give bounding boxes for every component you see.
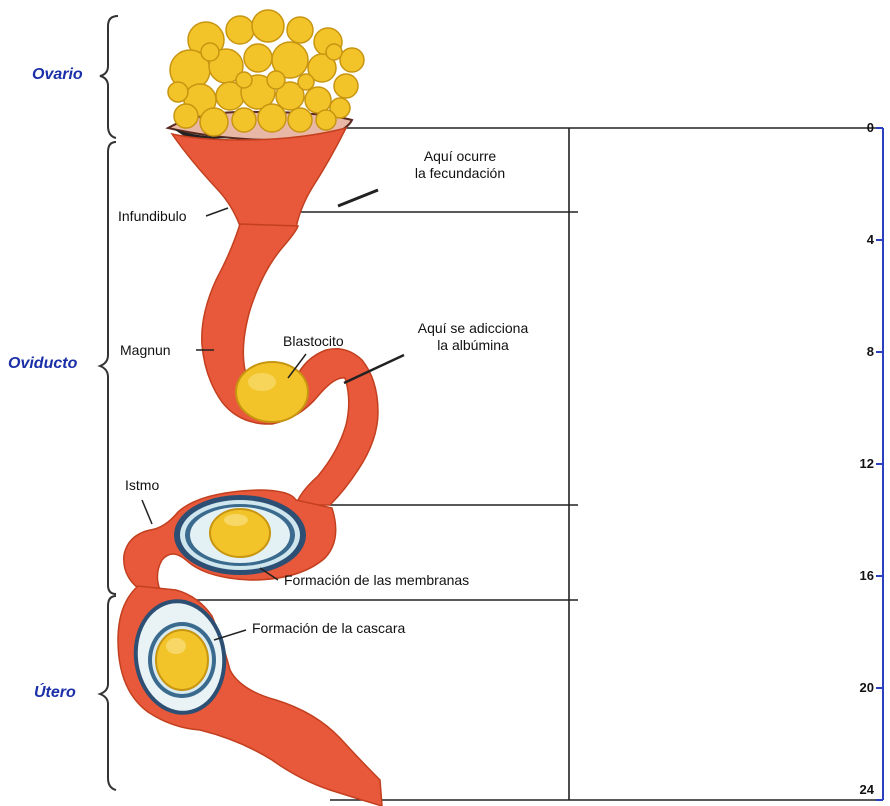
section-brackets xyxy=(100,16,118,790)
follicle xyxy=(287,17,313,43)
follicle xyxy=(298,74,314,90)
istmo-label: Istmo xyxy=(125,477,159,494)
follicle xyxy=(236,72,252,88)
utero-bracket xyxy=(100,596,116,790)
follicle xyxy=(174,104,198,128)
membrane-yolk-highlight xyxy=(224,514,248,526)
ovary xyxy=(168,10,364,140)
follicle xyxy=(326,44,342,60)
oviducto-label: Oviducto xyxy=(8,355,77,373)
follicle xyxy=(288,108,312,132)
axis-tick-label: 24 xyxy=(846,782,874,797)
infundibulo-leader xyxy=(206,208,228,216)
time-axis xyxy=(876,128,883,800)
fecundacion-line2: la fecundación xyxy=(392,165,528,182)
magnun-label: Magnun xyxy=(120,342,171,359)
albumina-line1: Aquí se adicciona xyxy=(398,320,548,337)
blastocyst-egg xyxy=(236,362,308,422)
albumina-callout: Aquí se adicciona la albúmina xyxy=(398,320,548,354)
follicle xyxy=(305,87,331,113)
albumina-line2: la albúmina xyxy=(398,337,548,354)
magnum-tube xyxy=(202,224,378,505)
shell-yolk xyxy=(156,630,208,690)
oviducto-bracket xyxy=(100,142,116,594)
follicle xyxy=(258,104,286,132)
utero-label: Útero xyxy=(34,684,76,702)
fecundacion-callout: Aquí ocurre la fecundación xyxy=(392,148,528,182)
blastocyst-highlight xyxy=(248,373,276,391)
follicle xyxy=(340,48,364,72)
shell-yolk-highlight xyxy=(166,638,186,654)
follicle xyxy=(334,74,358,98)
follicle xyxy=(168,82,188,102)
ovario-bracket xyxy=(100,16,118,138)
follicle xyxy=(232,108,256,132)
blastocito-label: Blastocito xyxy=(283,333,344,350)
fecundacion-leader xyxy=(338,190,378,206)
axis-tick-label: 12 xyxy=(846,456,874,471)
axis-tick-marks xyxy=(876,128,883,800)
axis-tick-label: 16 xyxy=(846,568,874,583)
infundibulum-funnel xyxy=(172,128,346,228)
membranas-label: Formación de las membranas xyxy=(284,572,469,589)
blastocyst-yolk xyxy=(236,362,308,422)
cascara-label: Formación de la cascara xyxy=(252,620,405,637)
follicle xyxy=(252,10,284,42)
axis-tick-label: 4 xyxy=(846,232,874,247)
fecundacion-line1: Aquí ocurre xyxy=(392,148,528,165)
follicle xyxy=(200,108,228,136)
ovario-label: Ovario xyxy=(32,66,83,84)
membrane-egg xyxy=(174,495,306,575)
follicle xyxy=(267,71,285,89)
follicle xyxy=(201,43,219,61)
follicle xyxy=(316,110,336,130)
infundibulo-label: Infundibulo xyxy=(118,208,187,225)
follicle xyxy=(226,16,254,44)
axis-tick-label: 0 xyxy=(846,120,874,135)
axis-tick-label: 8 xyxy=(846,344,874,359)
ovary-follicles xyxy=(168,10,364,136)
istmo-leader xyxy=(142,500,152,524)
axis-tick-label: 20 xyxy=(846,680,874,695)
follicle xyxy=(244,44,272,72)
